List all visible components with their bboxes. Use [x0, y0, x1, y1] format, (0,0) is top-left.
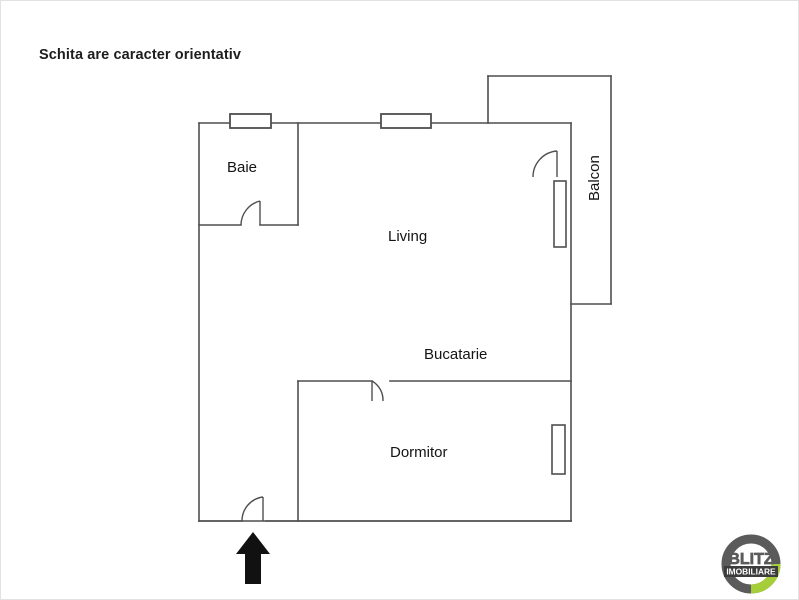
room-label-baie: Baie [227, 159, 258, 176]
logo-subtitle-band [724, 566, 778, 577]
door-entrance-arc [241, 496, 264, 522]
door-dormitor-arc [371, 380, 384, 402]
room-label-balcon: Balcon [586, 155, 603, 201]
window-living-top [380, 113, 432, 129]
blitz-imobiliare-logo: BLITZ IMOBILIARE [721, 534, 781, 594]
logo-subtitle-text: IMOBILIARE [726, 567, 776, 577]
room-label-living: Living [388, 228, 428, 245]
window-group [229, 113, 567, 475]
window-dormitor-right [551, 424, 566, 475]
room-label-bucatarie: Bucatarie [424, 346, 488, 363]
door-balcon-arc [532, 150, 558, 178]
window-baie-top [229, 113, 272, 129]
entrance-arrow-shape [236, 532, 270, 584]
entrance-arrow [236, 532, 270, 584]
room-label-dormitor: Dormitor [390, 444, 448, 461]
door-group [240, 150, 558, 522]
door-baie-arc [240, 200, 261, 226]
plan-disclaimer-note: Schita are caracter orientativ [39, 47, 242, 63]
window-balcon-side [553, 180, 567, 248]
logo-brand-text: BLITZ [728, 551, 774, 568]
